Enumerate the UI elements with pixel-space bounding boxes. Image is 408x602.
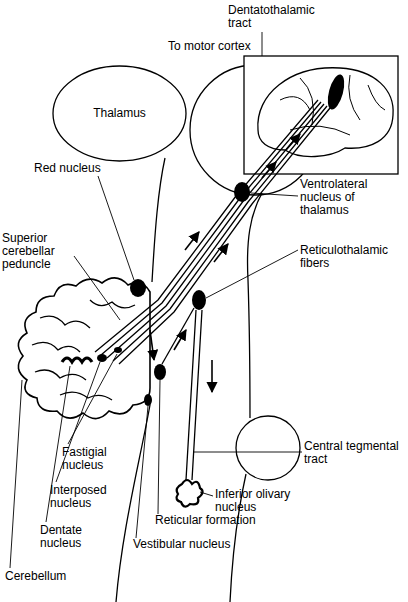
leader-line — [10, 380, 22, 568]
leader-line — [74, 256, 120, 320]
cerebellar-folia — [35, 370, 86, 380]
part-label: Superior cerebellar peduncle — [2, 232, 80, 271]
motor-cortex-area — [325, 73, 348, 111]
dentate-nucleus-shape — [62, 358, 92, 362]
interposed-nucleus-dot — [97, 354, 107, 362]
leader-line — [262, 32, 263, 56]
part-label: Red nucleus — [34, 162, 124, 175]
brainstem-outline — [116, 405, 150, 602]
direction-arrow — [211, 360, 213, 392]
part-label: Dentate nucleus — [40, 524, 100, 550]
leader-line — [158, 380, 160, 514]
part-label: Inferior olivary nucleus — [215, 488, 315, 514]
reticular-formation-dot — [154, 364, 166, 380]
structure-outline: Thalamus — [52, 65, 187, 162]
vestibular-nucleus-dot — [144, 394, 152, 406]
direction-arrow — [262, 162, 276, 178]
cerebellum-outline — [18, 278, 150, 419]
part-label: Central tegmental tract — [304, 440, 408, 466]
leader-line — [200, 492, 213, 496]
direction-arrow — [174, 330, 186, 350]
cerebellar-folia — [90, 300, 135, 308]
part-label: Interposed nucleus — [50, 484, 120, 510]
brainstem-outline — [248, 193, 262, 418]
central-tegmental-tract — [186, 310, 202, 480]
reticular-nucleus-dot — [192, 290, 206, 310]
ventrolateral-nucleus-dot — [234, 182, 250, 202]
fastigial-nucleus-dot — [114, 347, 122, 353]
part-label: Fastigial nucleus — [62, 446, 122, 472]
part-label: Ventrolateral nucleus of thalamus — [300, 178, 380, 217]
brain-inset-box — [244, 56, 398, 174]
inferior-olive-shape — [177, 480, 203, 507]
leader-line — [251, 193, 298, 196]
brainstem-outline — [152, 158, 165, 282]
brainstem-bulge — [236, 416, 300, 480]
part-label: To motor cortex — [168, 40, 260, 53]
reticulothalamic-fiber — [162, 308, 194, 364]
brain-outline — [258, 68, 393, 157]
direction-arrow — [185, 232, 199, 250]
cerebellar-folia — [32, 342, 80, 352]
part-label: Vestibular nucleus — [133, 538, 263, 551]
leader-line — [98, 176, 134, 280]
leader-line — [206, 250, 298, 298]
direction-arrow — [150, 330, 154, 360]
red-nucleus-dot — [130, 279, 146, 297]
leader-line — [136, 406, 148, 538]
structure-name: Thalamus — [93, 107, 146, 120]
thalamus-lobe — [53, 66, 186, 161]
direction-arrow — [286, 134, 300, 150]
part-label: Reticulothalamic fibers — [300, 244, 400, 270]
part-label: Reticular formation — [155, 514, 285, 527]
direction-arrow — [214, 244, 228, 262]
cerebellar-folia — [60, 392, 112, 400]
leader-line — [194, 452, 302, 453]
part-label: Cerebellum — [5, 570, 95, 583]
cerebellar-folia — [40, 316, 90, 328]
part-label: Dentatothalamic tract — [228, 4, 328, 30]
